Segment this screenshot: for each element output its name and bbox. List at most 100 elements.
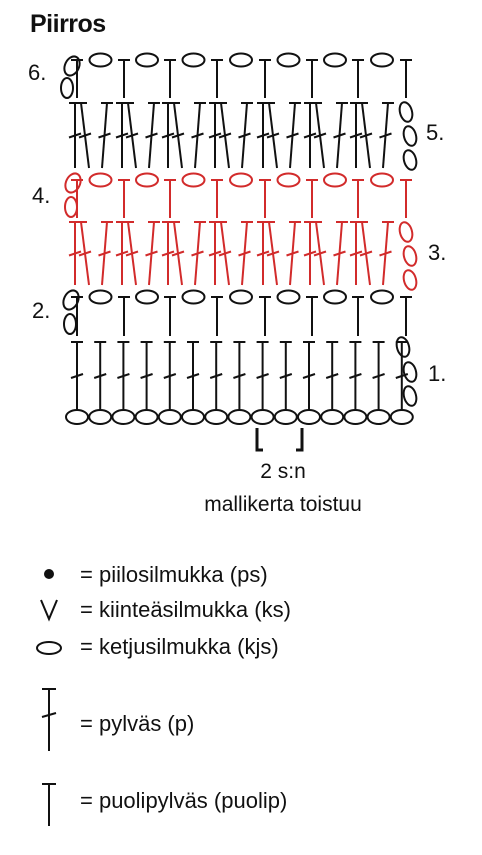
double-crochet-cross-bar [145, 250, 158, 257]
double-crochet-cross-bar [286, 132, 299, 139]
legend-text: = kiinteäsilmukka (ks) [80, 597, 291, 622]
chain-stitch [135, 289, 159, 305]
double-crochet-cross-bar [238, 250, 251, 257]
foundation-chain-stitch [343, 409, 368, 425]
repeat-text: mallikerta toistuu [204, 492, 362, 516]
turning-chain-stitch [62, 289, 80, 311]
foundation-chain-stitch [250, 409, 275, 425]
crochet-chart [60, 52, 418, 452]
double-crochet-cross-bar [279, 373, 293, 379]
turning-chain-stitch [63, 55, 81, 77]
chain-stitch [88, 172, 113, 188]
double-crochet-cross-bar [171, 250, 185, 257]
legend-text: = piilosilmukka (ps) [80, 562, 268, 587]
turning-chain-stitch [402, 385, 418, 407]
chain-stitch [88, 289, 113, 305]
double-crochet-cross-bar [303, 250, 317, 257]
turning-chain-stitch [64, 196, 78, 218]
diagram-title: Piirros [30, 10, 106, 38]
chain-stitch [229, 52, 253, 68]
double-crochet-cross-bar [379, 132, 392, 139]
double-crochet-cross-bar [372, 373, 385, 379]
double-crochet-cross-bar [208, 250, 222, 257]
double-crochet-cross-bar [98, 250, 111, 257]
chain-stitch [88, 52, 113, 68]
foundation-chain-stitch [181, 409, 205, 425]
double-crochet-cross-bar [359, 132, 373, 139]
double-crochet-cross-bar [349, 373, 362, 379]
foundation-chain-stitch [157, 409, 182, 425]
turning-chain-stitch [398, 101, 414, 123]
double-crochet-cross-bar [238, 132, 251, 139]
double-crochet-cross-bar [325, 373, 339, 379]
double-crochet-cross-bar [349, 132, 363, 139]
double-crochet-cross-bar [209, 373, 223, 379]
turning-chain-stitch [402, 361, 418, 383]
turning-chain-stitch [64, 172, 82, 194]
legend-text: = puolipylväs (puolip) [80, 788, 288, 813]
double-crochet-cross-bar [256, 132, 270, 139]
chain-stitch [135, 172, 159, 188]
turning-chain-stitch [398, 221, 414, 243]
double-crochet-cross-bar [379, 250, 392, 257]
double-crochet-cross-bar [125, 132, 139, 139]
double-crochet-icon [41, 688, 57, 751]
repeat-bracket-right [296, 428, 304, 452]
foundation-chain-stitch [65, 409, 89, 425]
double-crochet-cross-bar [313, 132, 327, 139]
double-crochet-cross-bar [302, 373, 316, 379]
legend-item-chain: = ketjusilmukka (kjs) [24, 634, 464, 674]
v-icon [40, 599, 58, 622]
double-crochet-cross-bar [266, 250, 280, 257]
double-crochet-cross-bar [191, 250, 204, 257]
chain-stitch [370, 52, 394, 68]
double-crochet-cross-bar [208, 132, 222, 139]
double-crochet-cross-bar [117, 373, 130, 379]
turning-chain-stitch [402, 245, 418, 267]
chain-stitch [181, 172, 206, 188]
chain-stitch [323, 52, 347, 68]
double-crochet-cross-bar [78, 132, 92, 139]
repeat-label: 2 s:n mallikerta toistuu [178, 456, 388, 521]
chain-stitch [135, 52, 159, 68]
foundation-chain-stitch [273, 409, 298, 425]
legend-item-slip-stitch: = piilosilmukka (ps) [24, 562, 464, 602]
chain-stitch [229, 172, 253, 188]
foundation-chain-stitch [227, 409, 252, 425]
double-crochet-cross-bar [115, 132, 129, 139]
turning-chain-stitch [402, 149, 418, 171]
double-crochet-cross-bar [145, 132, 158, 139]
double-crochet-cross-bar [68, 250, 82, 257]
legend-item-double-crochet: = pylväs (p) [24, 685, 464, 755]
turning-chain-stitch [395, 336, 411, 358]
double-crochet-cross-bar [68, 132, 82, 139]
chain-stitch [181, 52, 206, 68]
foundation-chain-stitch [111, 409, 136, 425]
turning-chain-stitch [402, 269, 418, 291]
legend-item-single-crochet: = kiinteäsilmukka (ks) [24, 597, 464, 637]
double-crochet-cross-bar [303, 132, 317, 139]
half-double-crochet-icon [42, 783, 56, 826]
row-label-2: 2. [32, 298, 51, 323]
chain-stitch [181, 289, 206, 305]
dot-icon [44, 569, 54, 579]
double-crochet-cross-bar [218, 132, 232, 139]
double-crochet-cross-bar [161, 132, 175, 139]
double-crochet-cross-bar [140, 373, 153, 379]
double-crochet-cross-bar [163, 373, 177, 379]
double-crochet-cross-bar [256, 250, 270, 257]
double-crochet-cross-bar [125, 250, 139, 257]
chain-stitch [229, 289, 253, 305]
chain-stitch [323, 289, 347, 305]
repeat-bracket-left [255, 428, 263, 452]
double-crochet-cross-bar [233, 373, 246, 379]
double-crochet-cross-bar [115, 250, 129, 257]
double-crochet-cross-bar [333, 250, 346, 257]
double-crochet-cross-bar [313, 250, 327, 257]
double-crochet-cross-bar [349, 250, 363, 257]
legend-item-half-double-crochet: = puolipylväs (puolip) [24, 780, 464, 830]
double-crochet-cross-bar [186, 373, 200, 379]
double-crochet-cross-bar [218, 250, 232, 257]
double-crochet-cross-bar [171, 132, 185, 139]
foundation-chain-stitch [297, 409, 321, 425]
